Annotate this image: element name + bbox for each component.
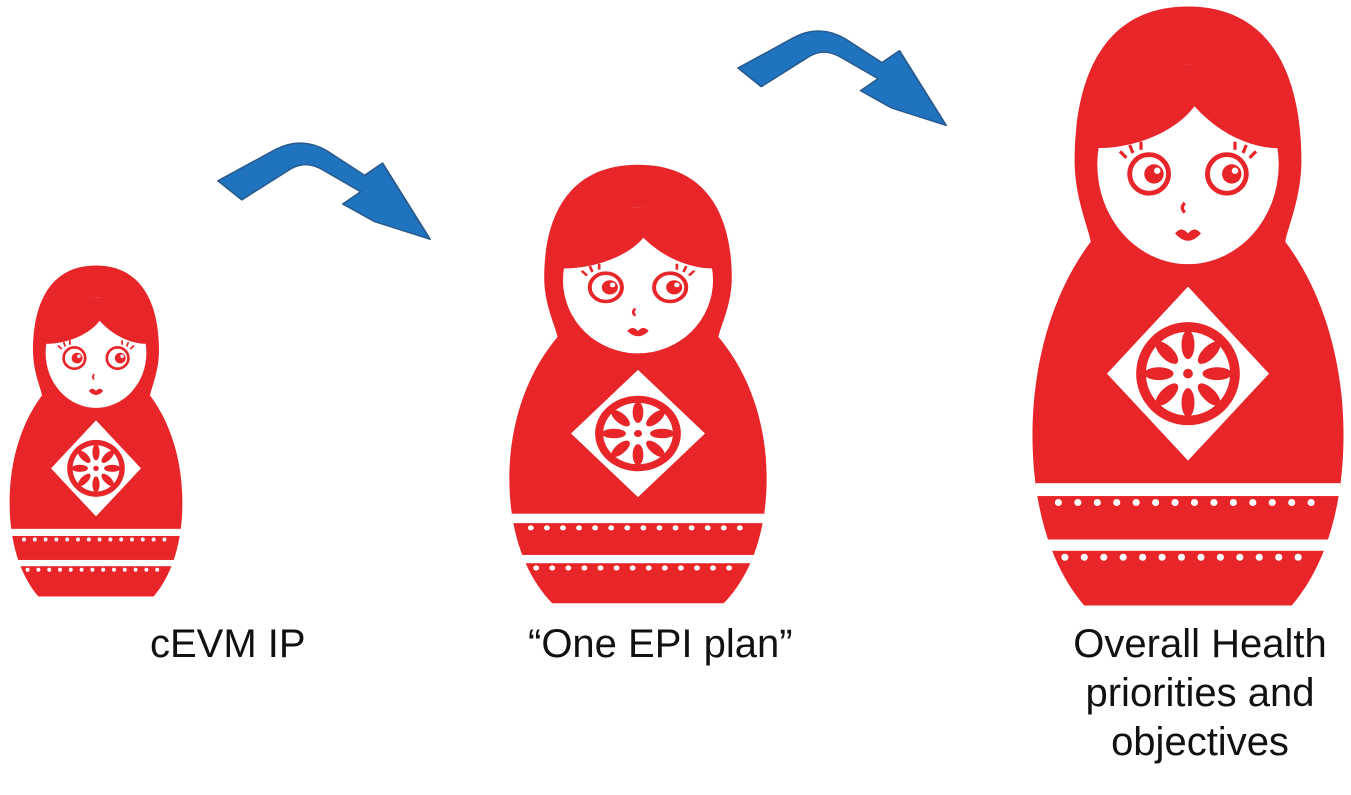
matryoshka-doll-medium-icon xyxy=(504,160,772,608)
caption-large-doll: Overall Health priorities and objectives xyxy=(1050,620,1350,767)
caption-medium-doll: “One EPI plan” xyxy=(528,620,828,669)
matryoshka-doll-small-icon xyxy=(6,262,186,600)
caption-small-doll: cEVM IP xyxy=(150,620,330,669)
curved-arrow-right-icon xyxy=(216,140,434,242)
curved-arrow-right-icon xyxy=(736,28,950,128)
matryoshka-doll-large-icon xyxy=(1026,0,1350,612)
